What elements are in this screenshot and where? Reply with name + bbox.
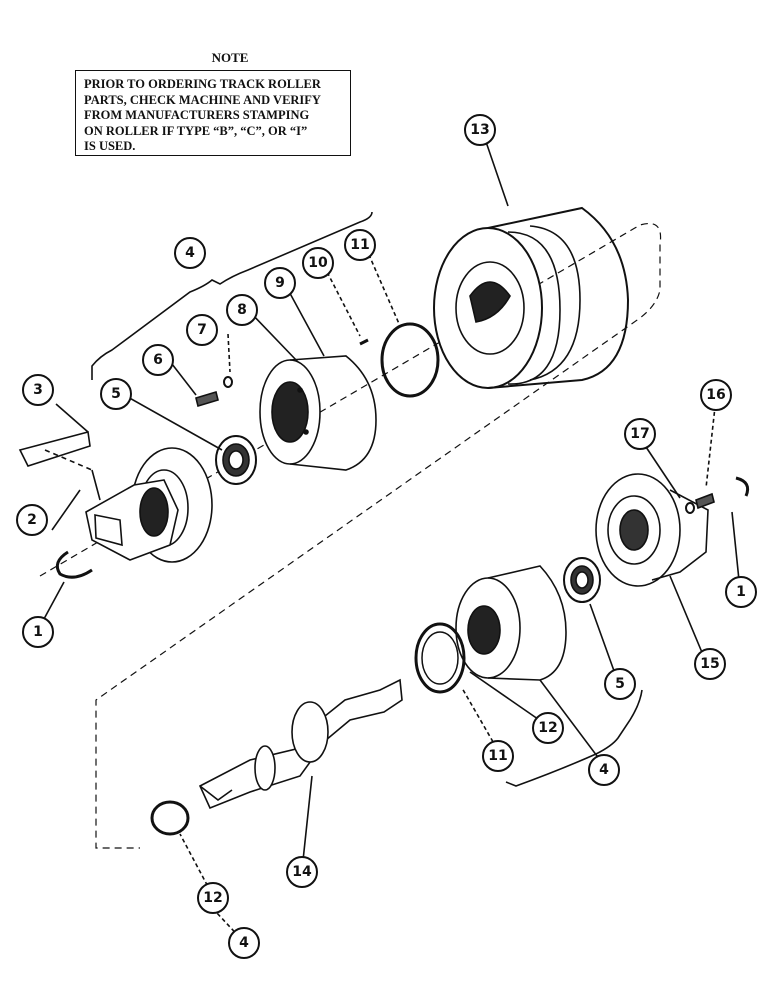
callout-15: 15	[694, 648, 726, 680]
callout-17: 17	[624, 418, 656, 450]
callout-3: 3	[22, 374, 54, 406]
svg-text:16: 16	[706, 387, 725, 403]
plug-washer	[223, 376, 233, 388]
svg-text:5: 5	[111, 386, 121, 402]
callout-11-upper: 11	[344, 229, 376, 261]
svg-text:11: 11	[488, 748, 507, 764]
lower-brace	[505, 689, 643, 787]
note-box: PRIOR TO ORDERING TRACK ROLLER PARTS, CH…	[75, 70, 351, 156]
svg-text:3: 3	[33, 382, 43, 398]
o-ring-lower-inner	[421, 631, 459, 685]
svg-text:8: 8	[237, 302, 247, 318]
note-title: NOTE	[211, 50, 249, 65]
callout-5-right: 5	[604, 668, 636, 700]
callout-16: 16	[700, 379, 732, 411]
svg-text:11: 11	[350, 237, 369, 253]
svg-text:7: 7	[197, 322, 207, 338]
svg-text:13: 13	[470, 122, 489, 138]
washer-right	[685, 502, 695, 514]
svg-text:4: 4	[185, 245, 195, 261]
svg-text:5: 5	[615, 676, 625, 692]
svg-text:2: 2	[27, 512, 37, 528]
callout-4-lower: 4	[588, 754, 620, 786]
snap-ring-right	[735, 476, 750, 497]
callout-12-bottom: 12	[197, 882, 229, 914]
bushing-lower	[455, 565, 567, 681]
svg-text:9: 9	[275, 275, 285, 291]
callout-7: 7	[186, 314, 218, 346]
callout-10: 10	[302, 247, 334, 279]
callout-4-bottom: 4	[228, 927, 260, 959]
svg-text:1: 1	[33, 624, 43, 640]
callout-14: 14	[286, 856, 318, 888]
callout-2: 2	[16, 504, 48, 536]
o-ring-lower-outer	[414, 622, 466, 694]
note-text: PRIOR TO ORDERING TRACK ROLLER PARTS, CH…	[84, 77, 321, 153]
plug-right	[695, 492, 715, 510]
svg-text:15: 15	[700, 656, 719, 672]
svg-text:10: 10	[308, 255, 328, 271]
seal-left	[215, 435, 257, 485]
callout-11-lower: 11	[482, 740, 514, 772]
callout-8: 8	[226, 294, 258, 326]
svg-text:12: 12	[203, 890, 222, 906]
snap-ring-left	[55, 550, 93, 579]
end-collar-right	[595, 473, 709, 587]
roller-shell	[433, 206, 630, 389]
svg-text:12: 12	[538, 720, 557, 736]
o-ring-bottom	[150, 800, 190, 836]
callout-1-left: 1	[22, 616, 54, 648]
end-collar-left	[85, 447, 213, 563]
callout-4-upper: 4	[174, 237, 206, 269]
svg-text:17: 17	[630, 426, 649, 442]
bushing-upper	[259, 355, 377, 471]
svg-text:6: 6	[153, 352, 163, 368]
callout-6: 6	[142, 344, 174, 376]
o-ring-upper	[380, 322, 440, 398]
callout-9: 9	[264, 267, 296, 299]
svg-text:1: 1	[736, 584, 746, 600]
dowel-pin	[359, 338, 369, 346]
callout-12-middle: 12	[532, 712, 564, 744]
callout-1-right: 1	[725, 576, 757, 608]
callout-5-left: 5	[100, 378, 132, 410]
callout-13: 13	[464, 114, 496, 146]
retainer-plate	[18, 430, 91, 467]
seal-right	[563, 557, 601, 603]
upper-brace	[91, 211, 373, 380]
svg-text:4: 4	[599, 762, 609, 778]
plug-screw	[195, 390, 219, 408]
svg-text:4: 4	[239, 935, 249, 951]
svg-text:14: 14	[292, 864, 312, 880]
roller-shaft	[198, 678, 403, 810]
